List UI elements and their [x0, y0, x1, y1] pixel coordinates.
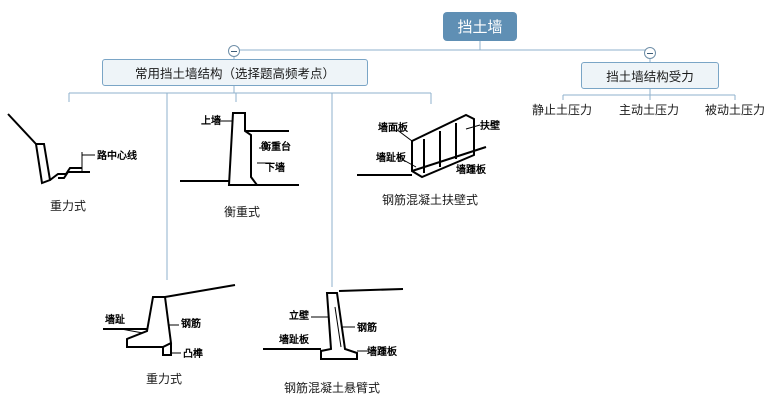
- balance-weight-wall-diagram: 上墙 衡重台 下墙: [179, 103, 305, 196]
- label-upper-wall: 上墙: [201, 114, 221, 127]
- counterfort-wall-drawing: 墙面板 扶壁 墙趾板 墙踵板: [357, 113, 500, 179]
- caption-cantilever[interactable]: 钢筋混凝土悬臂式: [284, 381, 381, 395]
- label-road-centerline: 路中心线: [97, 149, 137, 162]
- caption-counterfort[interactable]: 钢筋混凝土扶壁式: [382, 193, 479, 207]
- root-node[interactable]: 挡土墙: [443, 12, 517, 41]
- gravity-wall-diagram: 路中心线: [0, 108, 148, 190]
- label-rebar-5: 钢筋: [357, 321, 377, 334]
- label-heel-slab-5: 墙踵板: [367, 345, 398, 358]
- label-shear-key: 凸榫: [183, 347, 203, 360]
- branch-structure-forces[interactable]: 挡土墙结构受力: [581, 62, 719, 89]
- label-heel-slab-3: 墙踵板: [456, 163, 487, 176]
- label-toe-slab-5: 墙趾板: [279, 333, 310, 346]
- branch-structure-forces-label: 挡土墙结构受力: [606, 69, 694, 84]
- gravity-wall-keyed-diagram: 墙趾 钢筋 凸榫: [93, 281, 236, 364]
- branch-common-structures-label: 常用挡土墙结构（选择题高频考点）: [134, 66, 335, 81]
- caption-balance-weight[interactable]: 衡重式: [224, 205, 261, 219]
- branch-common-structures[interactable]: 常用挡土墙结构（选择题高频考点）: [102, 59, 368, 86]
- label-rebar-4: 钢筋: [181, 317, 201, 330]
- cantilever-wall-drawing: 立壁 钢筋 墙趾板 墙踵板: [263, 288, 404, 360]
- collapse-toggle-left[interactable]: [228, 45, 240, 57]
- label-balance-platform: 衡重台: [261, 140, 291, 153]
- label-lower-wall: 下墙: [265, 161, 285, 174]
- label-wall-toe: 墙趾: [105, 313, 125, 326]
- cantilever-wall-diagram: 立壁 钢筋 墙趾板 墙踵板: [261, 287, 405, 370]
- leaf-passive-pressure[interactable]: 被动土压力: [705, 103, 766, 117]
- leaf-active-pressure[interactable]: 主动土压力: [619, 103, 680, 117]
- root-title: 挡土墙: [457, 18, 503, 36]
- label-face-slab: 墙面板: [378, 121, 409, 134]
- caption-gravity-2[interactable]: 重力式: [146, 372, 183, 386]
- gravity-wall-keyed-drawing: 墙趾 钢筋 凸榫: [103, 284, 236, 360]
- gravity-wall-drawing: 路中心线: [7, 113, 137, 185]
- leaf-static-pressure[interactable]: 静止土压力: [532, 103, 593, 117]
- caption-gravity-1[interactable]: 重力式: [50, 199, 87, 213]
- label-counterfort: 扶壁: [480, 119, 500, 132]
- label-vertical-wall: 立壁: [289, 309, 309, 322]
- label-toe-slab-3: 墙趾板: [376, 151, 407, 164]
- collapse-toggle-right[interactable]: [644, 47, 656, 59]
- balance-weight-wall-drawing: 上墙 衡重台 下墙: [180, 112, 299, 186]
- counterfort-wall-diagram: 墙面板 扶壁 墙趾板 墙踵板: [356, 107, 506, 187]
